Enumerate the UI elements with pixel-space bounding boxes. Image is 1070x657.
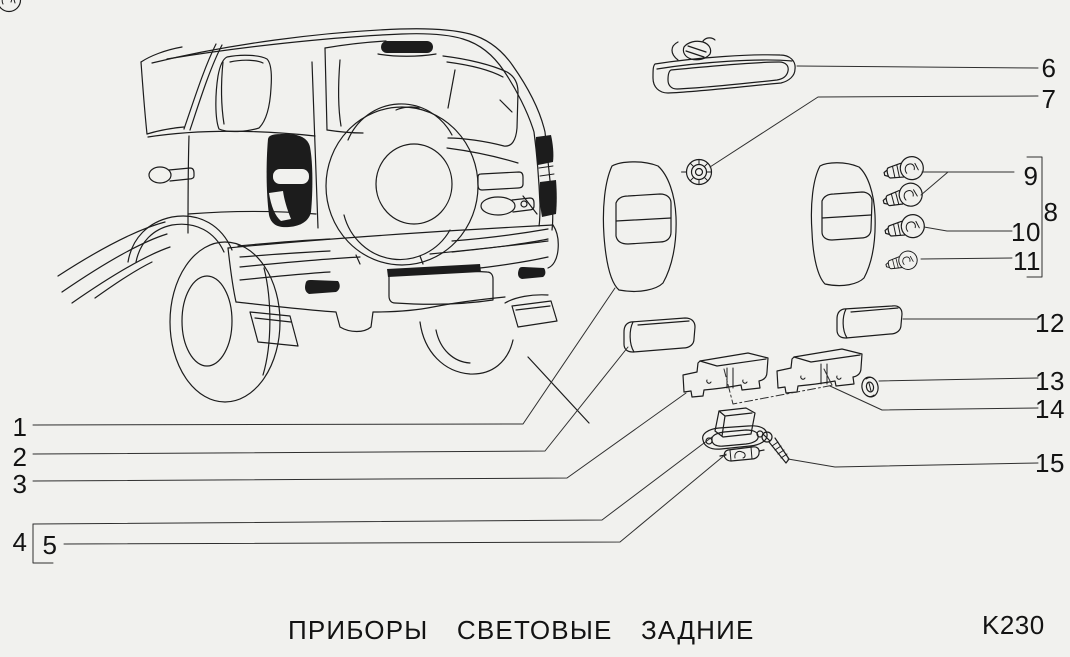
callout-4: 4 (12, 527, 28, 557)
car-spare-wheel (325, 103, 479, 266)
part-bulb-p21w-3 (882, 211, 928, 244)
callout-15: 15 (1035, 448, 1065, 478)
page-code: K230 (982, 610, 1045, 640)
callout-5: 5 (42, 530, 58, 560)
part-bulb-p21w-1 (881, 153, 927, 186)
callout-8: 8 (1043, 197, 1059, 227)
assembly-tick (823, 368, 833, 386)
callout-1: 1 (12, 412, 28, 442)
part-bulb-p21w-2 (880, 179, 926, 214)
assembly-axis-line (723, 368, 835, 405)
car-side-windows (140, 43, 319, 234)
leader-line-1 (32, 287, 616, 426)
callout-6: 6 (1041, 53, 1057, 83)
callout-12: 12 (1035, 308, 1065, 338)
leader-line-7 (709, 95, 1039, 168)
leader-line-4 (32, 436, 713, 525)
leader-line-10 (923, 226, 1013, 232)
part-festoon-bulb (719, 446, 765, 462)
car-body-creases (57, 210, 549, 304)
part-lens-strip-right (836, 305, 903, 339)
callout-9: 9 (1023, 161, 1039, 191)
car-roof-stop-lamp (377, 41, 437, 57)
part-plate-lamp-housing-right (776, 348, 863, 394)
leader-line-14 (829, 385, 1039, 411)
callout-leader-lines (32, 65, 1043, 564)
callout-3: 3 (12, 469, 28, 499)
part-lens-strip-left (623, 317, 696, 353)
car-rear-view-sketch (57, 28, 590, 424)
car-rear-bumper (227, 224, 559, 333)
part-bulb-small (883, 248, 920, 276)
car-roof-and-pillars (151, 28, 554, 231)
callout-13: 13 (1035, 366, 1065, 396)
car-wheels-and-flaps (127, 215, 590, 424)
bracket-8 (1026, 156, 1043, 278)
part-tail-lamp-lens-right (810, 162, 876, 287)
callout-10: 10 (1011, 217, 1041, 247)
part-plate-lamp-body (702, 407, 768, 450)
car-tailgate-handle (477, 171, 538, 216)
part-bulb-template (0, 0, 22, 13)
leader-line-11 (920, 257, 1013, 260)
leader-line-3 (32, 392, 687, 482)
part-grommet (861, 376, 879, 398)
callout-7: 7 (1041, 84, 1057, 114)
leader-line-13 (878, 377, 1039, 382)
bracket-4-5 (32, 523, 54, 564)
callout-14: 14 (1035, 394, 1065, 424)
leader-line-9 (920, 171, 1015, 196)
callout-11: 11 (1013, 246, 1041, 276)
car-left-tail-lamp (266, 134, 313, 228)
part-high-mount-stop-lamp (652, 37, 796, 94)
part-screw (761, 431, 790, 464)
car-door-handle (148, 166, 195, 184)
car-right-tail-lamp (535, 135, 557, 217)
part-tail-lamp-lens-left (602, 161, 677, 293)
figure-caption: ПРИБОРЫ СВЕТОВЫЕ ЗАДНИЕ (288, 615, 755, 645)
leader-line-5 (63, 453, 727, 545)
callout-2: 2 (12, 442, 28, 472)
part-stop-lamp-bulb-holder (671, 37, 716, 61)
leader-line-15 (787, 458, 1039, 468)
part-bulb-socket (681, 158, 713, 186)
part-plate-lamp-housing-left (682, 352, 769, 398)
leader-line-2 (32, 346, 629, 455)
leader-line-6 (796, 65, 1039, 69)
exploded-parts (0, 0, 928, 464)
